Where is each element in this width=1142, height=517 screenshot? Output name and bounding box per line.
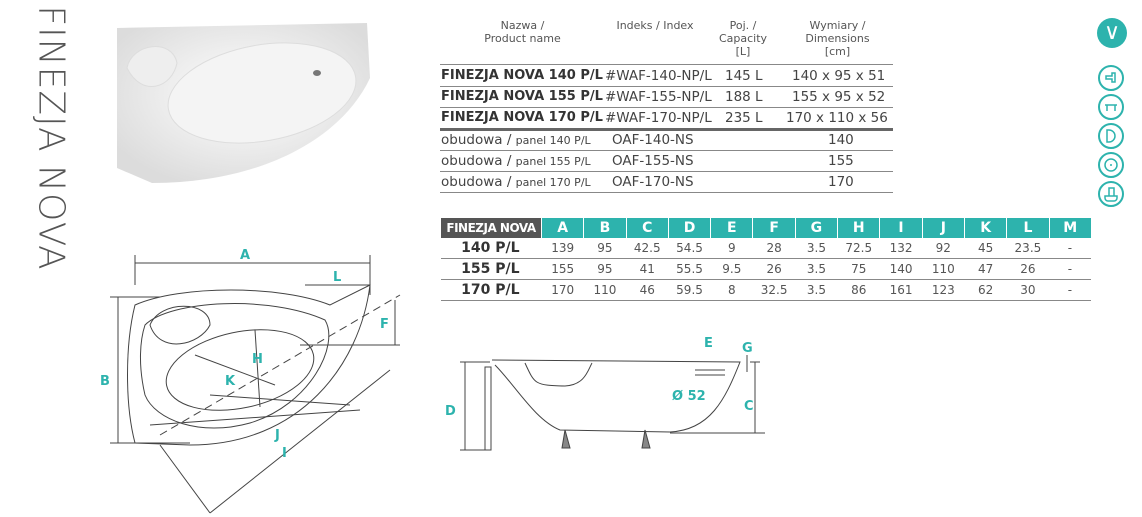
column-header-k: K xyxy=(963,218,1007,238)
dimension-cell: 3.5 xyxy=(795,238,838,259)
dimension-cell: 59.5 xyxy=(668,279,711,301)
label-c: C xyxy=(744,399,754,414)
dimension-cell: 3.5 xyxy=(795,279,838,301)
dimension-cell: 28 xyxy=(752,238,796,259)
dimension-cell: 110 xyxy=(583,279,627,301)
dimension-cell: 26 xyxy=(752,258,796,280)
dimension-cell: 92 xyxy=(922,238,965,259)
column-header-h: H xyxy=(837,218,880,238)
column-header-m: M xyxy=(1048,218,1091,238)
dimension-cell: 23.5 xyxy=(1006,238,1050,259)
row-label: 155 P/L xyxy=(440,258,542,280)
header-name: Nazwa /Product name xyxy=(484,19,561,45)
row-label: 140 P/L xyxy=(440,238,542,259)
dimension-cell: - xyxy=(1049,238,1091,259)
column-header-b: B xyxy=(583,218,627,238)
dimension-cell: 26 xyxy=(1006,258,1050,280)
top-view-drawing: A B L F H K J I xyxy=(100,248,401,514)
column-header-d: D xyxy=(667,218,711,238)
headrest-icon xyxy=(1098,123,1124,149)
dimension-cell: 161 xyxy=(879,279,923,301)
label-g: G xyxy=(742,341,753,356)
column-header-f: F xyxy=(752,218,796,238)
label-h: H xyxy=(252,352,263,367)
column-header-l: L xyxy=(1006,218,1050,238)
dimension-cell: 47 xyxy=(964,258,1007,280)
dimension-cell: 170 xyxy=(541,279,584,301)
label-drain-diameter: Ø 52 xyxy=(672,389,706,404)
dimension-cell: 72.5 xyxy=(837,238,880,259)
dimension-cell: - xyxy=(1049,258,1091,280)
header-dimensions: Wymiary /Dimensions[cm] xyxy=(805,19,870,58)
column-header-c: C xyxy=(625,218,669,238)
faucet-icon xyxy=(1098,65,1124,91)
header-capacity: Poj. /Capacity[L] xyxy=(718,19,768,58)
dimension-cell: 46 xyxy=(626,279,669,301)
corner-header: FINEZJA NOVA xyxy=(440,218,542,238)
column-header-e: E xyxy=(710,218,753,238)
label-j: J xyxy=(274,428,280,443)
product-title: FINEZJA NOVA xyxy=(26,5,76,270)
label-i: I xyxy=(282,446,287,461)
dimension-cell: 54.5 xyxy=(668,238,711,259)
label-l: L xyxy=(333,270,341,285)
dimension-cell: 75 xyxy=(837,258,880,280)
dimension-cell: 155 xyxy=(541,258,584,280)
dimension-cell: 95 xyxy=(583,258,627,280)
label-k: K xyxy=(225,374,236,389)
dimension-cell: 110 xyxy=(922,258,965,280)
dimension-cell: 123 xyxy=(922,279,965,301)
dimension-cell: 9 xyxy=(710,238,753,259)
drain-icon xyxy=(1098,152,1124,178)
header-index: Indeks / Index xyxy=(616,19,694,32)
dimension-cell: 8 xyxy=(710,279,753,301)
handle-icon xyxy=(1098,94,1124,120)
column-header-j: J xyxy=(921,218,965,238)
label-a: A xyxy=(240,248,250,263)
column-header-i: I xyxy=(879,218,923,238)
bathtub-photo xyxy=(117,23,370,183)
label-e: E xyxy=(704,336,713,351)
dimension-cell: 140 xyxy=(879,258,923,280)
v-badge-icon: ∨ xyxy=(1097,18,1127,48)
row-label: 170 P/L xyxy=(440,279,542,301)
dimension-cell: 139 xyxy=(541,238,584,259)
label-d: D xyxy=(445,404,456,419)
product-title-text: FINEZJA NOVA xyxy=(30,4,72,271)
dimension-cell: 41 xyxy=(626,258,669,280)
dimension-cell: 132 xyxy=(879,238,923,259)
label-b: B xyxy=(100,374,110,389)
dimension-cell: 95 xyxy=(583,238,627,259)
dimension-cell: 86 xyxy=(837,279,880,301)
label-f: F xyxy=(380,317,389,332)
dimension-cell: 3.5 xyxy=(795,258,838,280)
dimension-cell: 9.5 xyxy=(710,258,753,280)
dimension-cell: - xyxy=(1049,279,1091,301)
panel-icon xyxy=(1098,181,1124,207)
column-header-a: A xyxy=(540,218,584,238)
side-view-drawing: D E G C Ø 52 xyxy=(445,336,765,451)
dimension-cell: 42.5 xyxy=(626,238,669,259)
dimension-cell: 32.5 xyxy=(752,279,796,301)
dimension-cell: 55.5 xyxy=(668,258,711,280)
dimension-cell: 45 xyxy=(964,238,1007,259)
divider xyxy=(440,64,893,65)
dimension-cell: 30 xyxy=(1006,279,1050,301)
column-header-g: G xyxy=(794,218,838,238)
dimension-cell: 62 xyxy=(964,279,1007,301)
